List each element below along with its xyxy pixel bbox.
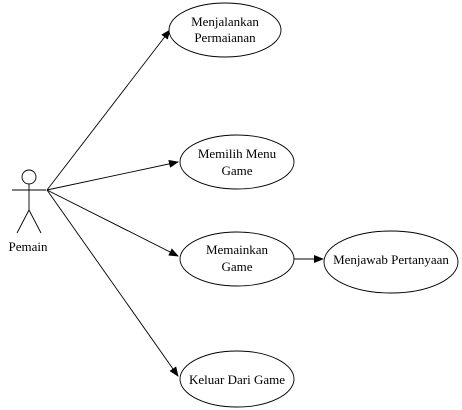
use-case-ellipse [179,231,295,287]
use-case-memilih-menu-game: Memilih Menu Game [179,134,295,190]
use-case-ellipse [179,134,295,190]
actor-name: Pemain [9,239,48,254]
use-case-menjalankan-permainan: Menjalankan Permaianan [168,2,282,58]
use-case-ellipse [323,230,459,294]
use-case-keluar-dari-game: Keluar Dari Game [179,350,295,408]
actor-left-leg [16,209,30,234]
use-case-memainkan-game: Memainkan Game [179,231,295,287]
associations [46,29,324,377]
use-case-menjawab-pertanyaan: Menjawab Pertanyaan [323,230,459,294]
use-case-label-line: Memilih Menu [198,146,277,161]
actor-right-leg [28,209,42,234]
association-arrow [46,189,179,257]
use-case-ellipse [168,2,282,58]
actor-head [21,169,37,185]
use-case-ellipse [179,350,295,408]
use-case-label-line: Game [221,163,252,178]
use-case-label-line: Memainkan [206,242,269,257]
association-arrow [46,29,171,191]
use-case-label-line: Menjawab Pertanyaan [333,252,449,267]
use-case-label-line: Menjalankan [191,14,259,29]
actor: Pemain [9,169,48,254]
use-case-label-line: Permaianan [194,30,256,45]
use-case-label-line: Keluar Dari Game [189,372,285,387]
association-arrow [46,159,179,191]
use-case-label-line: Game [221,259,252,274]
association-arrow [46,189,179,377]
